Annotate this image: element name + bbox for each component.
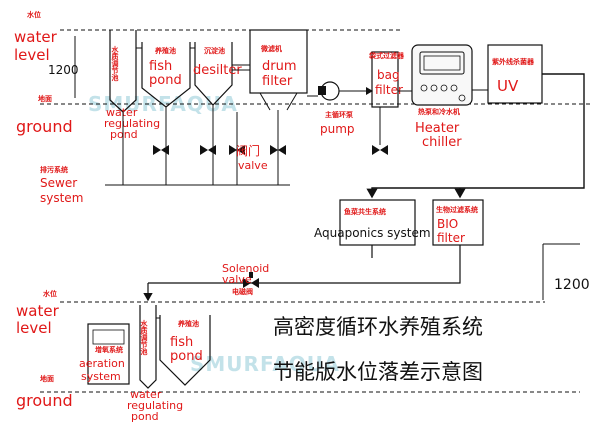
bottom-fish-pond-en-2: pond — [170, 349, 203, 364]
drum-filter-top — [249, 29, 308, 111]
top-drum-filter-en-1: drum — [262, 59, 297, 74]
top-wrp-cn: 水质调节池 — [111, 45, 120, 82]
top-drum-filter-en-2: filter — [262, 74, 293, 89]
bottom-wrp-en-2: regulating — [127, 399, 183, 412]
uv-cn: 紫外线杀菌器 — [492, 57, 535, 66]
solenoid-en-1: Solenoid — [222, 262, 269, 275]
top-fish-pond-cn: 养殖池 — [154, 46, 176, 55]
aeration-en-1: aeration — [79, 357, 125, 370]
top-ground-en: ground — [16, 117, 73, 136]
middle-pipes — [143, 245, 461, 302]
bio-filter-en-2: filter — [437, 231, 465, 245]
top-valve-cn: 阀门 — [236, 143, 260, 158]
top-fish-pond-en-2: pond — [149, 73, 182, 88]
heater-en-1: Heater — [415, 121, 460, 136]
heater-chiller-device — [411, 44, 473, 106]
top-desilter-cn: 沉淀池 — [204, 46, 225, 55]
title-line-2: 节能版水位落差示意图 — [273, 360, 483, 384]
sewer-cn: 排污系统 — [40, 165, 68, 174]
bottom-wrp-en-1: water — [130, 388, 162, 401]
bag-filter-en-2: filter — [375, 83, 403, 97]
top-valve-en: valve — [238, 159, 268, 172]
drain-pipes-top — [105, 105, 290, 186]
top-water-level-cn: 水位 — [27, 10, 41, 19]
title-line-1: 高密度循环水养殖系统 — [273, 315, 483, 339]
solenoid-valve-icon — [243, 272, 259, 288]
sewer-en-2: system — [40, 191, 83, 205]
bottom-fish-pond-en-1: fish — [170, 335, 193, 350]
bottom-water-level-cn: 水位 — [43, 289, 57, 298]
top-desilter-en: desilter — [193, 63, 242, 78]
water-regulating-pond-bottom — [139, 305, 157, 389]
pump-icon — [307, 81, 373, 101]
bottom-wrp-cn: 水质调节池 — [140, 319, 149, 356]
return-pipe — [366, 73, 585, 199]
top-water-level-en-2: level — [14, 46, 50, 64]
bottom-ground-en: ground — [16, 391, 73, 410]
bottom-fish-pond-cn: 养殖池 — [177, 319, 199, 328]
solenoid-en-2: valve — [222, 273, 252, 286]
bottom-water-level-en-2: level — [16, 319, 52, 337]
aquaponics-en: Aquaponics system — [314, 226, 431, 240]
aquaponics-cn: 鱼菜共生系统 — [344, 207, 386, 216]
top-drum-filter-cn: 微滤机 — [260, 44, 282, 53]
watermark-bottom: SMURFAQUA — [190, 352, 340, 376]
bag-filter-top — [371, 51, 399, 145]
uv-en: UV — [497, 77, 519, 95]
heater-cn: 热泵和冷水机 — [418, 107, 460, 116]
top-height-1200: 1200 — [48, 63, 79, 77]
aeration-en-2: system — [81, 370, 121, 383]
bio-filter-en-1: BIO — [437, 217, 458, 231]
aquaponics-box — [339, 199, 416, 246]
fish-pond-bottom — [159, 315, 211, 386]
heater-en-2: chiller — [422, 135, 462, 150]
top-wrp-en-3: pond — [110, 128, 138, 141]
pump-en: pump — [320, 122, 355, 136]
bottom-ground-cn: 地面 — [40, 374, 54, 383]
solenoid-cn: 电磁阀 — [232, 287, 253, 296]
bio-filter-cn: 生物过滤系统 — [436, 205, 478, 214]
bag-filter-en-1: bag — [377, 68, 400, 82]
middle-height-1200: 1200 — [554, 277, 590, 293]
top-wrp-en-2: regulating — [104, 117, 160, 130]
bag-filter-cn: 袋式过滤器 — [368, 51, 405, 60]
sewer-en-1: Sewer — [40, 176, 77, 190]
aeration-system-device — [87, 323, 130, 385]
valve-icons-top — [153, 145, 388, 155]
bio-filter-box — [432, 199, 484, 246]
aeration-cn: 增氧系统 — [95, 345, 123, 354]
top-ground-cn: 地面 — [38, 94, 52, 103]
bottom-wrp-en-3: pond — [131, 410, 159, 423]
top-wrp-en-1: water — [106, 106, 138, 119]
top-fish-pond-en-1: fish — [149, 59, 172, 74]
pump-cn: 主循环泵 — [325, 110, 353, 119]
top-water-level-en-1: water — [14, 28, 58, 46]
bottom-water-level-en-1: water — [16, 302, 60, 320]
